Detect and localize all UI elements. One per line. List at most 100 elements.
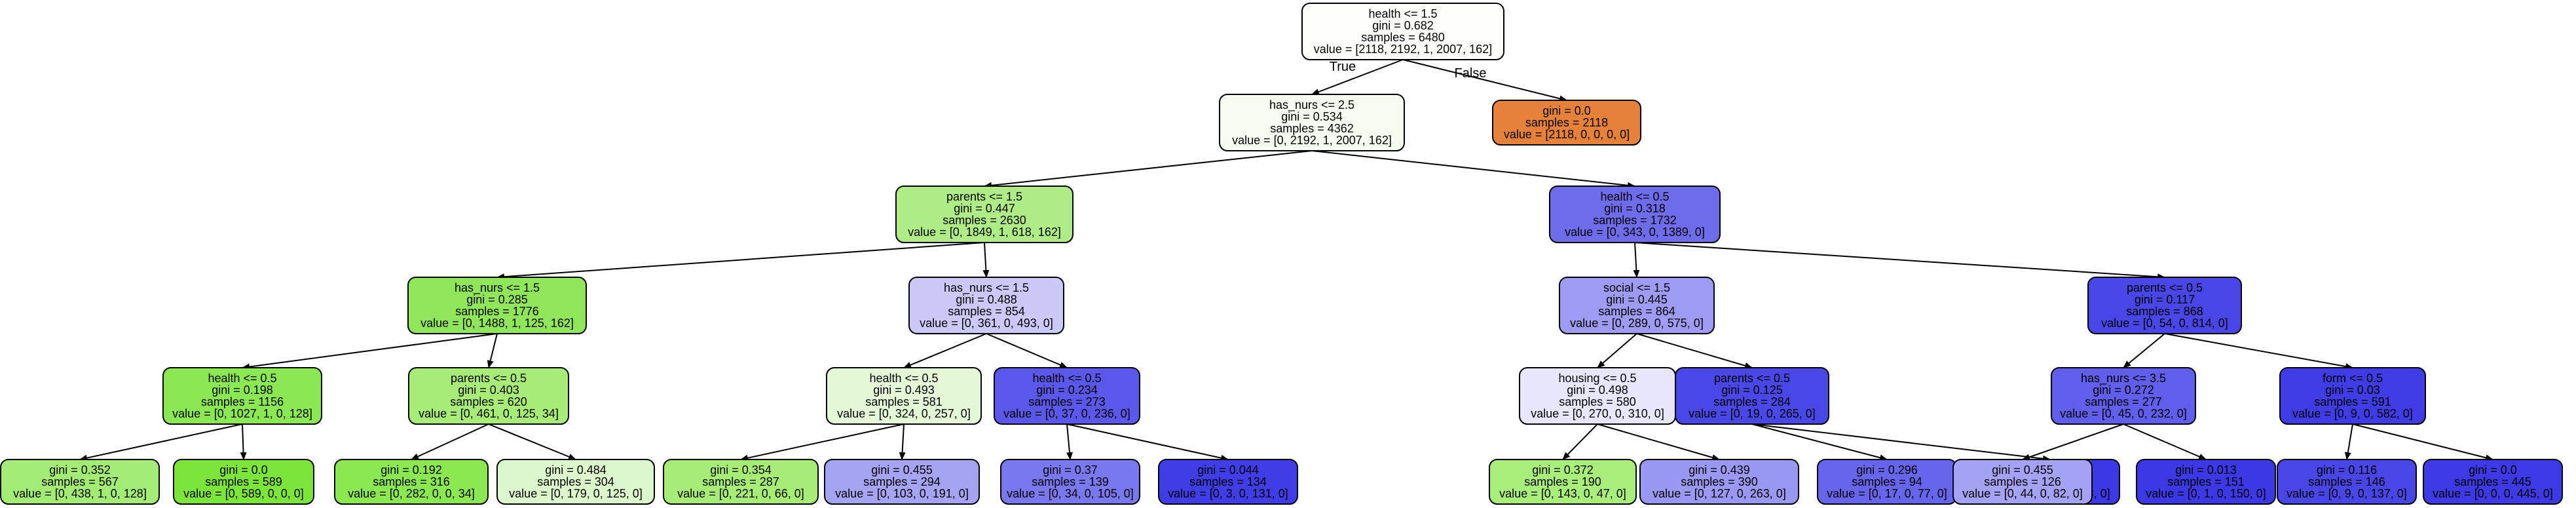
node-box bbox=[1000, 459, 1140, 505]
tree-edge bbox=[1597, 333, 1637, 368]
node-text-line: gini = 0.354 bbox=[710, 463, 772, 477]
node-box bbox=[824, 459, 980, 505]
node-text-line: samples = 581 bbox=[865, 395, 943, 408]
tree-edge bbox=[2352, 423, 2493, 461]
node-box bbox=[1639, 459, 1799, 505]
node-text-line: gini = 0.013 bbox=[2175, 463, 2237, 477]
tree-edge bbox=[982, 242, 990, 278]
node-text-line: samples = 316 bbox=[373, 475, 450, 488]
tree-edge bbox=[496, 242, 985, 281]
node-text-line: gini = 0.03 bbox=[2325, 383, 2380, 397]
node-text-line: value = [0, 17, 0, 77, 0] bbox=[1827, 487, 1947, 500]
node-text-line: has_nurs <= 3.5 bbox=[2081, 372, 2166, 385]
node-text-line: value = [0, 127, 0, 263, 0] bbox=[1652, 487, 1786, 500]
tree-edge bbox=[1562, 423, 1598, 460]
node-text-line: samples = 94 bbox=[1852, 475, 1922, 488]
node-text-line: samples = 620 bbox=[450, 395, 527, 408]
node-box bbox=[1675, 367, 1829, 425]
node-text-line: value = [0, 9, 0, 582, 0] bbox=[2292, 407, 2413, 420]
tree-edge bbox=[903, 333, 987, 368]
node-text-line: gini = 0.455 bbox=[1992, 463, 2053, 477]
node-text-line: samples = 2630 bbox=[943, 214, 1026, 227]
node-box bbox=[2087, 277, 2242, 334]
node-text-line: gini = 0.0 bbox=[2469, 463, 2517, 477]
node-text-line: samples = 591 bbox=[2314, 395, 2391, 408]
node-box bbox=[1549, 186, 1721, 243]
node-text-line: value = [0, 1, 0, 150, 0] bbox=[2146, 487, 2266, 500]
tree-edge bbox=[1636, 333, 1753, 369]
tree-edge bbox=[2164, 333, 2353, 370]
node-text-line: value = [0, 438, 1, 0, 128] bbox=[13, 487, 147, 500]
node-text-line: value = [2118, 0, 0, 0, 0] bbox=[1504, 128, 1630, 141]
edge-label: True bbox=[1330, 60, 1356, 74]
node-text-line: value = [0, 461, 0, 125, 34] bbox=[419, 407, 559, 420]
node-text-line: gini = 0.439 bbox=[1689, 463, 1750, 477]
node-text-line: samples = 864 bbox=[1598, 305, 1675, 318]
node-text-line: social <= 1.5 bbox=[1603, 281, 1670, 294]
node-text-line: samples = 854 bbox=[948, 305, 1025, 318]
node-text-line: samples = 284 bbox=[1713, 395, 1791, 408]
node-box bbox=[1301, 3, 1504, 60]
node-text-line: gini = 0.455 bbox=[871, 463, 933, 477]
node-text-line: gini = 0.484 bbox=[545, 463, 607, 477]
tree-edge bbox=[79, 423, 243, 461]
tree-edge bbox=[1633, 242, 1640, 278]
node-text-line: value = [0, 1027, 1, 0, 128] bbox=[172, 407, 312, 420]
node-text-line: samples = 4362 bbox=[1270, 122, 1354, 135]
node-text-line: value = [0, 361, 0, 493, 0] bbox=[920, 317, 1053, 330]
node-box bbox=[173, 459, 314, 505]
node-box bbox=[1219, 94, 1405, 151]
node-text-line: value = [0, 34, 0, 105, 0] bbox=[1007, 487, 1134, 500]
node-text-line: samples = 580 bbox=[1559, 395, 1636, 408]
node-text-line: gini = 0.498 bbox=[1567, 383, 1628, 397]
node-text-line: gini = 0.372 bbox=[1532, 463, 1594, 477]
node-box bbox=[994, 367, 1140, 425]
node-text-line: gini = 0.044 bbox=[1197, 463, 1259, 477]
tree-edge bbox=[2123, 333, 2165, 368]
node-text-line: value = [0, 179, 0, 125, 0] bbox=[509, 487, 643, 500]
node-box bbox=[2423, 459, 2563, 505]
node-text-line: gini = 0.534 bbox=[1281, 110, 1343, 123]
tree-edge bbox=[411, 423, 489, 460]
tree-edge bbox=[1066, 423, 1073, 460]
node-text-line: samples = 445 bbox=[2454, 475, 2531, 488]
node-box bbox=[334, 459, 489, 505]
node-text-line: value = [0, 19, 0, 265, 0] bbox=[1689, 407, 1816, 420]
node-text-line: gini = 0.296 bbox=[1856, 463, 1918, 477]
node-text-line: samples = 273 bbox=[1028, 395, 1106, 408]
node-text-line: gini = 0.272 bbox=[2093, 383, 2154, 397]
node-box bbox=[162, 367, 322, 425]
node-text-line: samples = 567 bbox=[41, 475, 119, 488]
node-box bbox=[908, 277, 1064, 334]
node-text-line: gini = 0.445 bbox=[1606, 293, 1668, 306]
node-text-line: value = [0, 37, 0, 236, 0] bbox=[1003, 407, 1130, 420]
node-text-line: value = [0, 289, 0, 575, 0] bbox=[1570, 317, 1704, 330]
node-text-line: samples = 304 bbox=[537, 475, 614, 488]
node-box bbox=[663, 459, 819, 505]
node-text-line: samples = 868 bbox=[2126, 305, 2203, 318]
node-box bbox=[1158, 459, 1298, 505]
tree-edge bbox=[984, 150, 1313, 189]
node-box bbox=[895, 186, 1073, 243]
node-text-line: value = [0, 54, 0, 814, 0] bbox=[2101, 317, 2228, 330]
